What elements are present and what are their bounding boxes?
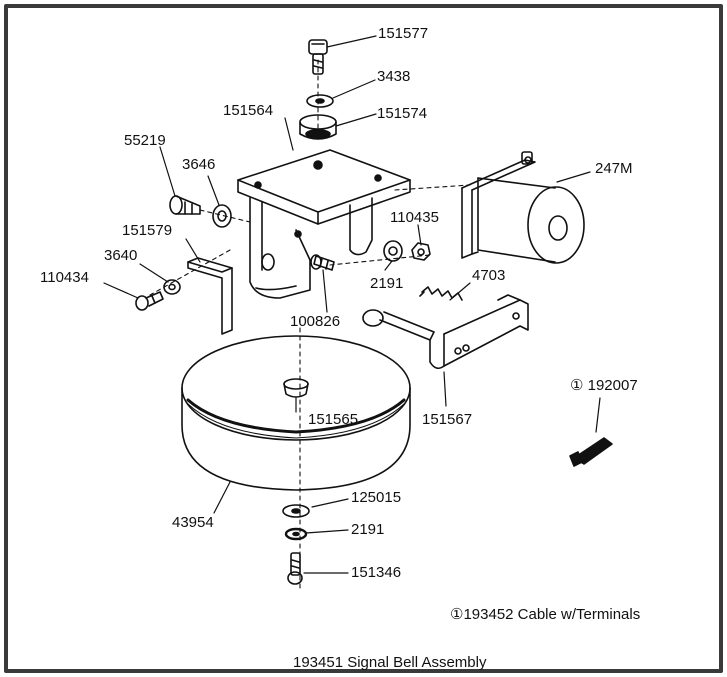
border-frame	[4, 4, 723, 673]
washer-2191-upper	[383, 240, 403, 262]
part-label-100826: 100826	[290, 313, 341, 330]
cable-note: ①193452 Cable w/Terminals	[450, 606, 641, 623]
part-label-110435: 110435	[390, 209, 439, 226]
grommet-151574	[299, 114, 337, 140]
part-label-151567: 151567	[422, 411, 473, 428]
bracket-151579	[187, 257, 233, 335]
part-label-247M: 247M	[595, 160, 633, 177]
part-label-2191-upper: 2191	[370, 275, 404, 292]
part-label-3438: 3438	[377, 68, 411, 85]
part-label-4703: 4703	[472, 267, 506, 284]
part-label-151346: 151346	[351, 564, 402, 581]
part-label-151564: 151564	[223, 102, 274, 119]
coil-247M	[461, 151, 585, 264]
stud-100826	[310, 254, 335, 271]
screw-55219	[169, 195, 201, 215]
terminal-192007	[569, 437, 613, 467]
washer-3646	[212, 204, 232, 228]
spring-4703	[419, 286, 463, 301]
armature-151567	[362, 294, 529, 370]
part-label-192007: ① 192007	[570, 377, 638, 394]
bracket-151564	[237, 149, 411, 299]
bell-43954	[181, 335, 411, 491]
leader-lines	[103, 35, 601, 574]
part-label-43954: 43954	[172, 514, 214, 531]
part-label-110434: 110434	[40, 269, 89, 286]
part-label-151565: 151565	[308, 411, 359, 428]
stud-151565	[283, 378, 309, 398]
assembly-caption: 193451 Signal Bell Assembly	[293, 654, 487, 671]
part-label-125015: 125015	[351, 489, 402, 506]
part-label-151577: 151577	[378, 25, 429, 42]
washer-2191-lower	[284, 527, 308, 541]
washer-3438	[306, 94, 334, 108]
part-label-151579: 151579	[122, 222, 173, 239]
part-label-3640: 3640	[104, 247, 138, 264]
part-label-2191-lower: 2191	[351, 521, 385, 538]
part-label-3646: 3646	[182, 156, 216, 173]
part-label-55219: 55219	[124, 132, 166, 149]
washer-3640	[163, 279, 181, 295]
nut-110435	[411, 242, 431, 261]
screw-110434	[135, 291, 164, 311]
screw-151346	[287, 552, 303, 585]
washer-125015	[282, 504, 310, 518]
part-label-151574: 151574	[377, 105, 428, 122]
